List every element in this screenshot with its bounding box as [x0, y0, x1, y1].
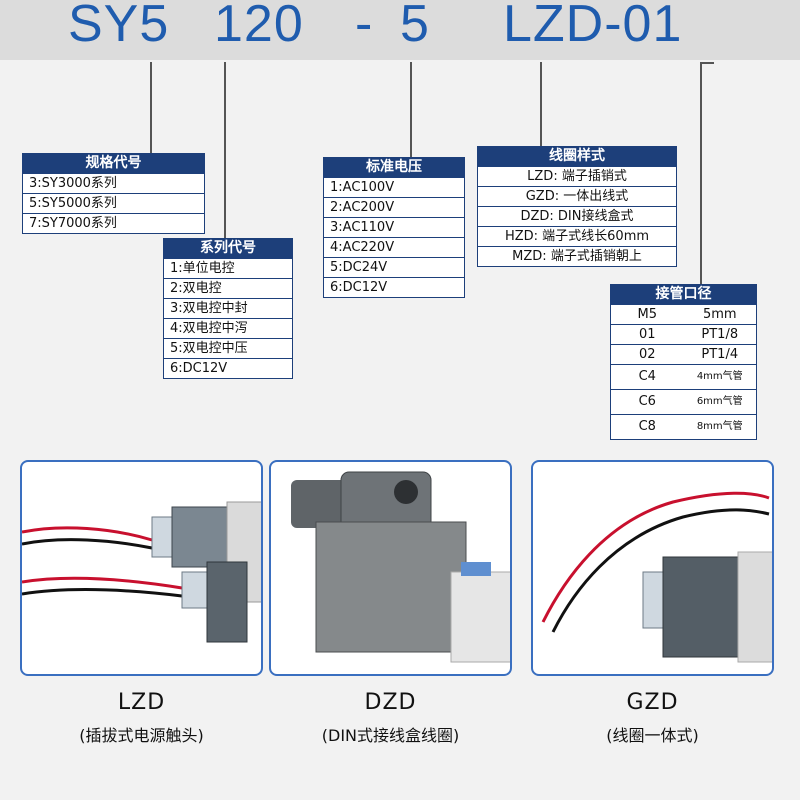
table-row: 3:双电控中封	[164, 298, 292, 318]
table-row: M5 5mm	[611, 304, 756, 324]
title-banner	[0, 0, 800, 60]
title-voltage: 5	[400, 0, 430, 53]
lzd-photo	[20, 460, 263, 676]
gzd-caption-code: GZD	[626, 690, 679, 715]
table-row: 4:双电控中泻	[164, 318, 292, 338]
lzd-caption-desc: (插拔式电源触头)	[79, 726, 204, 745]
table-row: 5:SY5000系列	[23, 193, 204, 213]
table-row: 02 PT1/4	[611, 344, 756, 364]
title-series: SY5	[68, 0, 170, 53]
table-row: HZD: 端子式线长60mm	[478, 226, 676, 246]
connector-port-v	[700, 62, 702, 285]
voltage-header: 标准电压	[324, 158, 464, 177]
table-row: GZD: 一体出线式	[478, 186, 676, 206]
port-code: 01	[638, 327, 656, 342]
table-row: 3:AC110V	[324, 217, 464, 237]
table-row: 6:DC12V	[324, 277, 464, 297]
table-row: 6:DC12V	[164, 358, 292, 378]
connector-series	[224, 62, 226, 238]
table-row: 2:AC200V	[324, 197, 464, 217]
table-row: 5:DC24V	[324, 257, 464, 277]
connector-voltage	[410, 62, 412, 157]
title-coil: LZD-01	[503, 0, 683, 53]
port-size: 8mm气管	[696, 421, 743, 432]
table-row: DZD: DIN接线盒式	[478, 206, 676, 226]
lzd-valve-image	[22, 501, 261, 643]
table-row: C6 6mm气管	[611, 389, 756, 414]
table-row: 1:单位电控	[164, 258, 292, 278]
table-row: 7:SY7000系列	[23, 213, 204, 233]
port-code: C6	[638, 394, 656, 409]
spec-code-table: 规格代号 3:SY3000系列 5:SY5000系列 7:SY7000系列	[22, 153, 205, 234]
port-code: 02	[638, 347, 656, 362]
port-size-table: 接管口径 M5 5mm 01 PT1/8 02 PT1/4 C4 4mm气管 C6 6mm…	[610, 284, 757, 440]
dzd-caption-code: DZD	[364, 690, 417, 715]
table-row: C4 4mm气管	[611, 364, 756, 389]
dzd-valve-image	[291, 471, 510, 663]
table-row: 2:双电控	[164, 278, 292, 298]
lzd-caption-code: LZD	[117, 690, 166, 715]
title-dash: -	[355, 0, 374, 53]
title-function: 120	[214, 0, 304, 53]
table-row: 4:AC220V	[324, 237, 464, 257]
port-size: 5mm	[702, 307, 737, 322]
port-size: 4mm气管	[696, 371, 743, 382]
table-row: 1:AC100V	[324, 177, 464, 197]
voltage-table: 标准电压 1:AC100V 2:AC200V 3:AC110V 4:AC220V…	[323, 157, 465, 298]
model-code-title: SY5 120 - 5 LZD-01	[0, 0, 800, 60]
table-row: 3:SY3000系列	[23, 173, 204, 193]
port-code: C8	[638, 419, 656, 434]
series-code-table: 系列代号 1:单位电控 2:双电控 3:双电控中封 4:双电控中泻 5:双电控中…	[163, 238, 293, 379]
port-size-header: 接管口径	[611, 285, 756, 304]
series-code-header: 系列代号	[164, 239, 292, 258]
port-size: PT1/4	[701, 347, 739, 362]
dzd-caption-desc: (DIN式接线盒线圈)	[321, 726, 460, 745]
table-row: 01 PT1/8	[611, 324, 756, 344]
coil-style-table: 线圈样式 LZD: 端子插销式 GZD: 一体出线式 DZD: DIN接线盒式 …	[477, 146, 677, 267]
gzd-photo	[531, 460, 774, 676]
table-row: 5:双电控中压	[164, 338, 292, 358]
gzd-valve-image	[541, 491, 772, 663]
gzd-caption-desc: (线圈一体式)	[606, 726, 699, 745]
connector-port-h	[700, 62, 714, 64]
port-code: M5	[637, 307, 658, 322]
port-code: C4	[638, 369, 656, 384]
connector-coil	[540, 62, 542, 146]
table-row: MZD: 端子式插销朝上	[478, 246, 676, 266]
table-row: LZD: 端子插销式	[478, 166, 676, 186]
port-size: PT1/8	[701, 327, 739, 342]
table-row: C8 8mm气管	[611, 414, 756, 439]
coil-style-header: 线圈样式	[478, 147, 676, 166]
spec-code-header: 规格代号	[23, 154, 204, 173]
connector-spec	[150, 62, 152, 154]
port-size: 6mm气管	[696, 396, 743, 407]
dzd-photo	[269, 460, 512, 676]
